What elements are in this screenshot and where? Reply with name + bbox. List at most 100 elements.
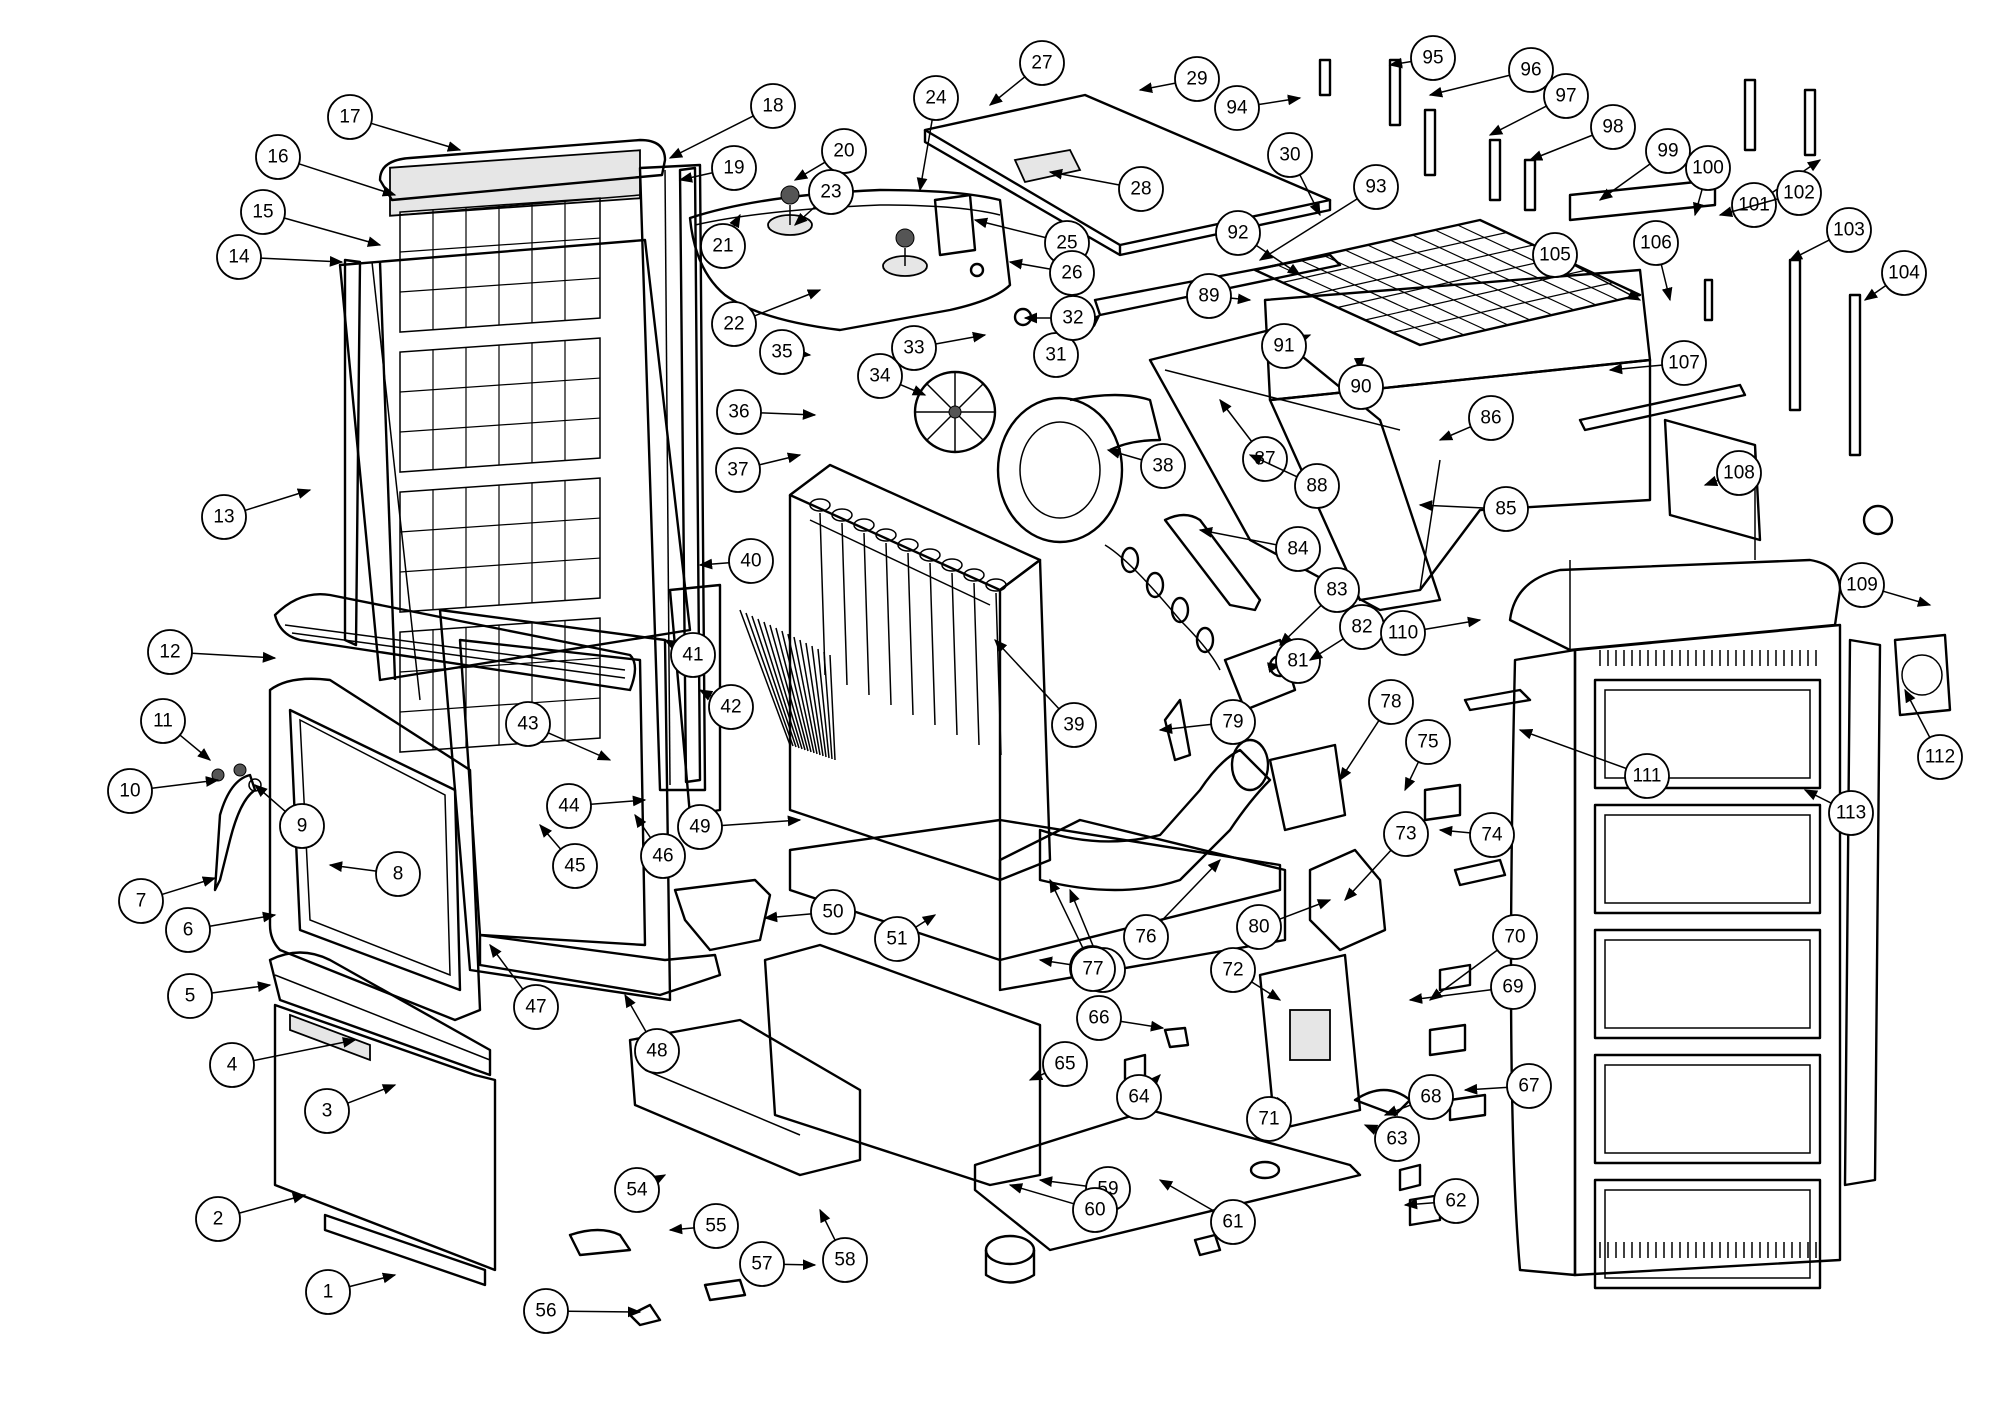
callout-number: 62 xyxy=(1445,1191,1466,1212)
callout-circle xyxy=(546,783,592,829)
callout-circle xyxy=(1645,128,1691,174)
auger xyxy=(1104,544,1221,671)
leader-line xyxy=(899,383,927,396)
callout-number: 113 xyxy=(1836,803,1866,824)
callout-19: 19 xyxy=(678,145,757,191)
callout-number: 43 xyxy=(517,714,538,735)
callout-number: 85 xyxy=(1495,499,1516,520)
callout-number: 55 xyxy=(705,1216,726,1237)
bracket-25 xyxy=(933,193,977,257)
callout-number: 7 xyxy=(136,891,147,912)
callout-number: 17 xyxy=(339,107,360,128)
firebox xyxy=(668,463,1052,882)
callout-circle xyxy=(107,768,153,814)
ash-tray xyxy=(478,933,722,997)
callout-circle xyxy=(140,698,186,744)
callout-number: 31 xyxy=(1045,345,1066,366)
callout-number: 9 xyxy=(297,816,308,837)
callout-number: 75 xyxy=(1417,732,1438,753)
callout-circle xyxy=(874,916,920,962)
callout-number: 71 xyxy=(1258,1109,1279,1130)
leader-line xyxy=(151,776,220,790)
callout-number: 39 xyxy=(1063,715,1084,736)
callout-68: 68 xyxy=(1383,1074,1454,1120)
callout-circle xyxy=(810,889,856,935)
callout-98: 98 xyxy=(1528,104,1636,161)
leader-line xyxy=(783,1259,817,1271)
leader-line xyxy=(1574,264,1642,301)
leader-line xyxy=(1438,426,1472,441)
leader-line xyxy=(1383,1104,1411,1116)
callout-108: 108 xyxy=(1703,450,1762,496)
callout-45: 45 xyxy=(539,823,598,889)
leader-line xyxy=(489,943,524,990)
callout-circle xyxy=(1116,1074,1162,1120)
leader-line xyxy=(1008,1183,1075,1205)
callout-circle xyxy=(1051,702,1097,748)
leader-line xyxy=(1219,398,1253,442)
callout-circle xyxy=(1246,1096,1292,1142)
leader-line xyxy=(191,651,277,663)
callout-number: 42 xyxy=(720,697,741,718)
callout-circle xyxy=(1383,811,1429,857)
leader-line xyxy=(698,689,714,701)
callout-circle xyxy=(670,632,716,678)
callout-circle xyxy=(552,843,598,889)
callout-number: 66 xyxy=(1088,1008,1109,1029)
leader-line xyxy=(1463,1083,1508,1095)
callout-number: 50 xyxy=(822,902,843,923)
callout-28: 28 xyxy=(1048,166,1164,212)
callout-circle xyxy=(857,353,903,399)
callout-number: 86 xyxy=(1480,408,1501,429)
callout-circle xyxy=(513,984,559,1030)
callout-number: 12 xyxy=(159,642,180,663)
callout-number: 27 xyxy=(1031,53,1052,74)
leader-line xyxy=(1028,1070,1046,1081)
callout-circle xyxy=(167,973,213,1019)
callout-58: 58 xyxy=(819,1208,868,1283)
leader-line xyxy=(1488,105,1547,136)
callout-number: 56 xyxy=(535,1301,556,1322)
callout-80: 80 xyxy=(1236,899,1332,950)
callout-113: 113 xyxy=(1803,789,1874,836)
top-rail xyxy=(1093,253,1342,317)
callout-number: 60 xyxy=(1084,1200,1105,1221)
callout-61: 61 xyxy=(1158,1179,1256,1245)
callout-circle xyxy=(1236,904,1282,950)
callout-93: 93 xyxy=(1258,164,1399,261)
callout-circle xyxy=(147,629,193,675)
callout-circle xyxy=(1716,450,1762,496)
callout-circle xyxy=(1468,395,1514,441)
ash-box xyxy=(628,1018,862,1177)
callout-105: 105 xyxy=(1532,232,1642,301)
leader-line xyxy=(1106,448,1143,461)
callout-circle xyxy=(505,701,551,747)
callout-90: 90 xyxy=(1338,357,1384,410)
leader-line xyxy=(179,734,212,761)
callout-83: 83 xyxy=(1279,567,1360,646)
callout-circle xyxy=(1624,753,1670,799)
callout-circle xyxy=(1210,1199,1256,1245)
callout-circle xyxy=(1532,232,1578,278)
callout-62: 62 xyxy=(1403,1178,1479,1224)
callout-18: 18 xyxy=(668,83,796,159)
callout-circle xyxy=(1483,486,1529,532)
callout-number: 112 xyxy=(1925,747,1955,768)
callout-circle xyxy=(1828,790,1874,836)
callout-29: 29 xyxy=(1138,56,1220,102)
callout-94: 94 xyxy=(1214,85,1302,131)
callout-85: 85 xyxy=(1418,486,1529,532)
callout-106: 106 xyxy=(1633,220,1679,302)
callout-circle xyxy=(1433,1178,1479,1224)
callout-number: 49 xyxy=(689,817,710,838)
callout-circle xyxy=(1076,995,1122,1041)
leader-line xyxy=(547,732,612,761)
grate xyxy=(1253,218,1642,347)
callout-number: 96 xyxy=(1520,60,1541,81)
callout-number: 47 xyxy=(525,997,546,1018)
leader-line xyxy=(328,861,377,872)
callout-circle xyxy=(1261,323,1307,369)
exchanger-fins xyxy=(739,609,836,761)
callout-69: 69 xyxy=(1408,964,1536,1010)
leader-line xyxy=(349,1272,397,1288)
